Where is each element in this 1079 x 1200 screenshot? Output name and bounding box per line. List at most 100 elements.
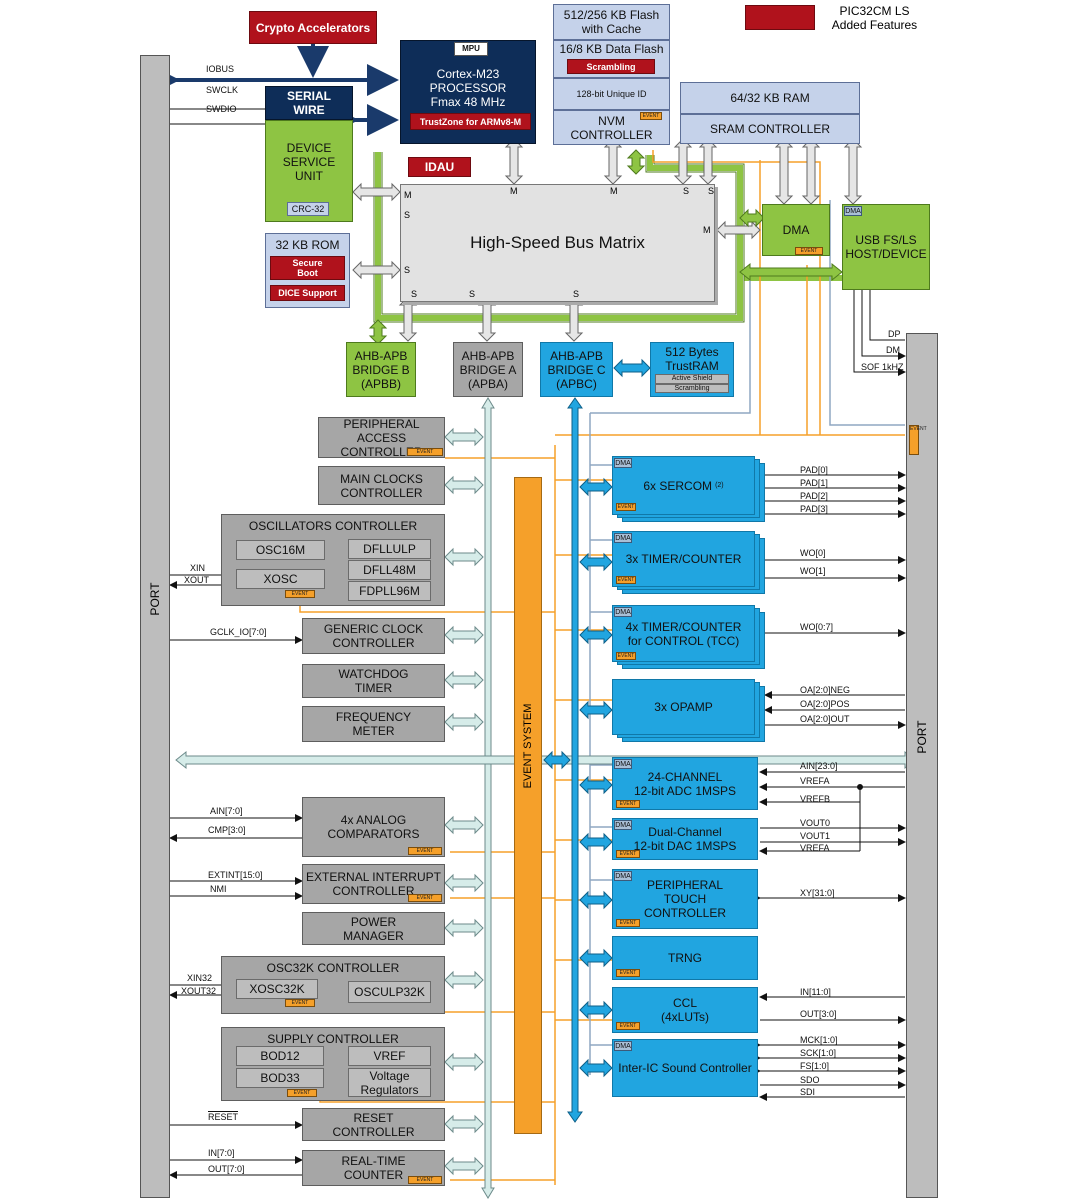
sck-signal: SCK[1:0] — [800, 1048, 837, 1058]
vref: VREF — [348, 1046, 431, 1066]
matrix-port-m4: M — [404, 190, 412, 200]
bod12: BOD12 — [236, 1046, 324, 1066]
supc-label: SUPPLY CONTROLLER — [267, 1032, 399, 1046]
analog-comparators: 4x ANALOG COMPARATORS — [302, 797, 445, 857]
nvm-event-tag: EVENT — [640, 112, 662, 120]
ptc-dma-tag: DMA — [614, 871, 632, 881]
sercom-label: 6x SERCOM — [643, 478, 713, 493]
left-port-bar — [140, 55, 170, 1198]
external-interrupt-controller: EXTERNAL INTERRUPT CONTROLLER — [302, 864, 445, 904]
swdio-label: SWDIO — [206, 104, 237, 114]
dm-signal: DM — [886, 345, 900, 355]
sdo-signal: SDO — [800, 1075, 820, 1085]
navy-buses — [148, 16, 399, 136]
i2s-controller: Inter-IC Sound Controller — [612, 1039, 758, 1097]
xosc: XOSC — [236, 569, 325, 589]
vrefa-signal: VREFA — [800, 776, 830, 786]
vout1-signal: VOUT1 — [800, 831, 831, 841]
ain23-signal: AIN[23:0] — [800, 761, 838, 771]
trng-event-tag: EVENT — [616, 969, 640, 977]
ac-event-tag: EVENT — [408, 847, 442, 855]
power-manager: POWER MANAGER — [302, 912, 445, 945]
vout0-signal: VOUT0 — [800, 818, 831, 828]
cmp-signal: CMP[3:0] — [208, 825, 246, 835]
usb-dma-tag: DMA — [844, 206, 862, 216]
tc-event-tag: EVENT — [616, 576, 636, 584]
dma-request-lines — [589, 200, 905, 1075]
in-signal: IN[7:0] — [208, 1148, 235, 1158]
rom-label: 32 KB ROM — [275, 238, 340, 252]
dsu-label: DEVICE SERVICE UNIT — [282, 141, 336, 183]
matrix-port-m3: M — [703, 225, 711, 235]
adc-event-tag: EVENT — [616, 800, 640, 808]
trustram-label: 512 Bytes TrustRAM — [665, 345, 719, 373]
data-flash-label: 16/8 KB Data Flash — [559, 42, 664, 56]
secure-boot: Secure Boot — [270, 256, 345, 280]
in11-signal: IN[11:0] — [800, 987, 831, 997]
osc16m: OSC16M — [236, 540, 325, 560]
dma-event-tag: EVENT — [795, 247, 823, 255]
unique-id: 128-bit Unique ID — [553, 78, 670, 110]
crc32-box: CRC-32 — [287, 202, 329, 216]
generic-clock-controller: GENERIC CLOCK CONTROLLER — [302, 618, 445, 654]
fs-signal: FS[1:0] — [800, 1061, 830, 1071]
extint-signal: EXTINT[15:0] — [208, 870, 263, 880]
flash-block: 512/256 KB Flash with Cache — [553, 4, 670, 40]
xin-signal: XIN — [190, 563, 206, 573]
wo0-signal: WO[0] — [800, 548, 826, 558]
xosc32k: XOSC32K — [236, 979, 318, 999]
i2s-dma-tag: DMA — [614, 1041, 632, 1051]
oapos-signal: OA[2:0]POS — [800, 699, 850, 709]
apb-bridge-c: AHB-APB BRIDGE C (APBC) — [540, 342, 613, 397]
xosc32k-event-tag: EVENT — [285, 999, 315, 1007]
wo1-signal: WO[1] — [800, 566, 826, 576]
sdi-signal: SDI — [800, 1087, 816, 1097]
reset-signal: RESET — [208, 1112, 239, 1122]
dfllulp: DFLLULP — [348, 539, 431, 559]
matrix-port-s7: S — [573, 289, 580, 299]
fdpll96m: FDPLL96M — [348, 581, 431, 601]
bod33: BOD33 — [236, 1068, 324, 1088]
main-clocks-controller: MAIN CLOCKS CONTROLLER — [318, 466, 445, 505]
trustram-scrambling: Scrambling — [655, 384, 729, 393]
osculp32k: OSCULP32K — [348, 981, 431, 1003]
dac-dma-tag: DMA — [614, 820, 632, 830]
osc32k-label: OSC32K CONTROLLER — [266, 961, 400, 975]
mpu-box: MPU — [454, 42, 488, 56]
matrix-port-m2: M — [610, 186, 618, 196]
out-signal: OUT[7:0] — [208, 1164, 245, 1174]
nmi-signal: NMI — [210, 884, 227, 894]
high-speed-bus-matrix: High-Speed Bus Matrix — [400, 184, 715, 302]
sercom-note: (2) — [715, 481, 724, 489]
ccl-event-tag: EVENT — [616, 1022, 640, 1030]
xy-signal: XY[31:0] — [800, 888, 835, 898]
ptc-event-tag: EVENT — [616, 919, 640, 927]
adc-dma-tag: DMA — [614, 759, 632, 769]
trustzone-box: TrustZone for ARMv8-M — [410, 113, 531, 130]
ain-signal: AIN[7:0] — [210, 806, 243, 816]
reset-controller: RESET CONTROLLER — [302, 1108, 445, 1141]
sram-controller: SRAM CONTROLLER — [680, 114, 860, 144]
dfll48m: DFLL48M — [348, 560, 431, 580]
matrix-port-s3: S — [404, 210, 411, 220]
dac-event-tag: EVENT — [616, 850, 640, 858]
tc-dma-tag: DMA — [614, 533, 632, 543]
sercom-dma-tag: DMA — [614, 458, 632, 468]
crypto-accelerators: Crypto Accelerators — [249, 11, 377, 44]
apb-bridge-a: AHB-APB BRIDGE A (APBA) — [453, 342, 523, 397]
osc-label: OSCILLATORS CONTROLLER — [248, 519, 418, 533]
peripheral-access-controller: PERIPHERAL ACCESS CONTROLLER — [318, 417, 445, 459]
right-port-bar — [906, 333, 938, 1198]
vrefb-signal: VREFB — [800, 794, 831, 804]
legend-label: PIC32CM LS Added Features — [831, 4, 918, 32]
flash-scrambling: Scrambling — [567, 59, 655, 74]
matrix-port-s2: S — [708, 186, 715, 196]
event-system-label: EVENT SYSTEM — [522, 703, 534, 789]
opamp-block: 3x OPAMP — [612, 679, 755, 735]
matrix-port-s6: S — [469, 289, 476, 299]
left-port-label: PORT — [148, 582, 162, 616]
right-signal-lines — [753, 290, 906, 1101]
serial-wire: SERIAL WIRE — [265, 86, 353, 120]
out3-signal: OUT[3:0] — [800, 1009, 837, 1019]
